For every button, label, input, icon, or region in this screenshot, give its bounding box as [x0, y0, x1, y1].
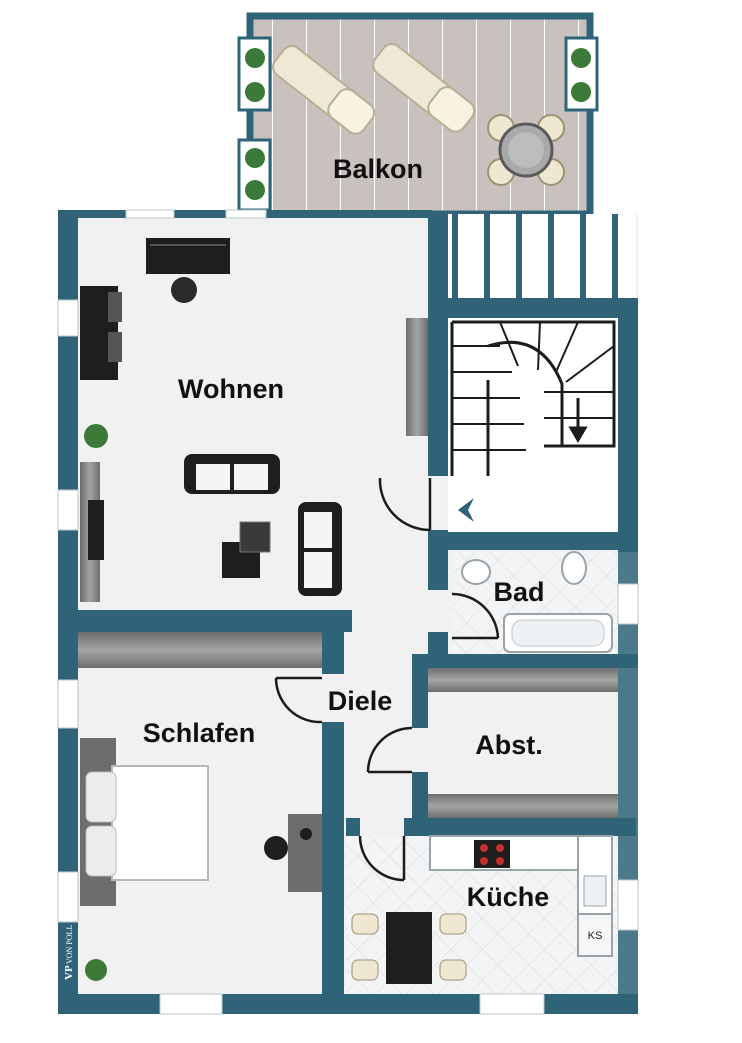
planter-left: [237, 36, 272, 212]
bathroom-fixtures: [461, 551, 613, 653]
room-label-kueche: Küche: [467, 882, 550, 912]
room-label-bad: Bad: [493, 577, 544, 607]
sofa: [298, 502, 342, 596]
room-label-balkon: Balkon: [333, 154, 423, 184]
room-label-diele: Diele: [328, 686, 393, 716]
watermark-name: VON POLL: [65, 925, 74, 964]
wardrobe: [78, 632, 322, 668]
cooktop-icon: [474, 840, 510, 868]
sun-lounger: [372, 43, 476, 133]
bedroom-furniture: [78, 632, 322, 981]
balcony-table: [487, 114, 565, 186]
balcony: Balkon: [237, 12, 599, 218]
room-label-wohnen: Wohnen: [178, 374, 284, 404]
storage-shelves: [428, 668, 618, 818]
fridge: [577, 913, 613, 957]
living-furniture: [80, 238, 428, 602]
stair-arrow-icon: [458, 498, 474, 522]
dining-table: [351, 912, 467, 984]
doors: [274, 477, 500, 882]
watermark-logo: VP VON POLL: [63, 925, 75, 980]
coffee-table: [222, 521, 271, 578]
staircase: [450, 320, 616, 476]
watermark-initials: VP: [63, 965, 75, 980]
kitchen-furniture: KS: [351, 835, 613, 984]
windows: [57, 209, 639, 1015]
plant-icon: [84, 424, 108, 448]
room-label-abst: Abst.: [475, 730, 543, 760]
planter-right: [564, 36, 599, 112]
sun-lounger: [272, 45, 376, 135]
room-label-schlafen: Schlafen: [143, 718, 256, 748]
sofa: [184, 454, 280, 494]
plant-icon: [85, 959, 107, 981]
fridge-label: KS: [588, 930, 603, 942]
